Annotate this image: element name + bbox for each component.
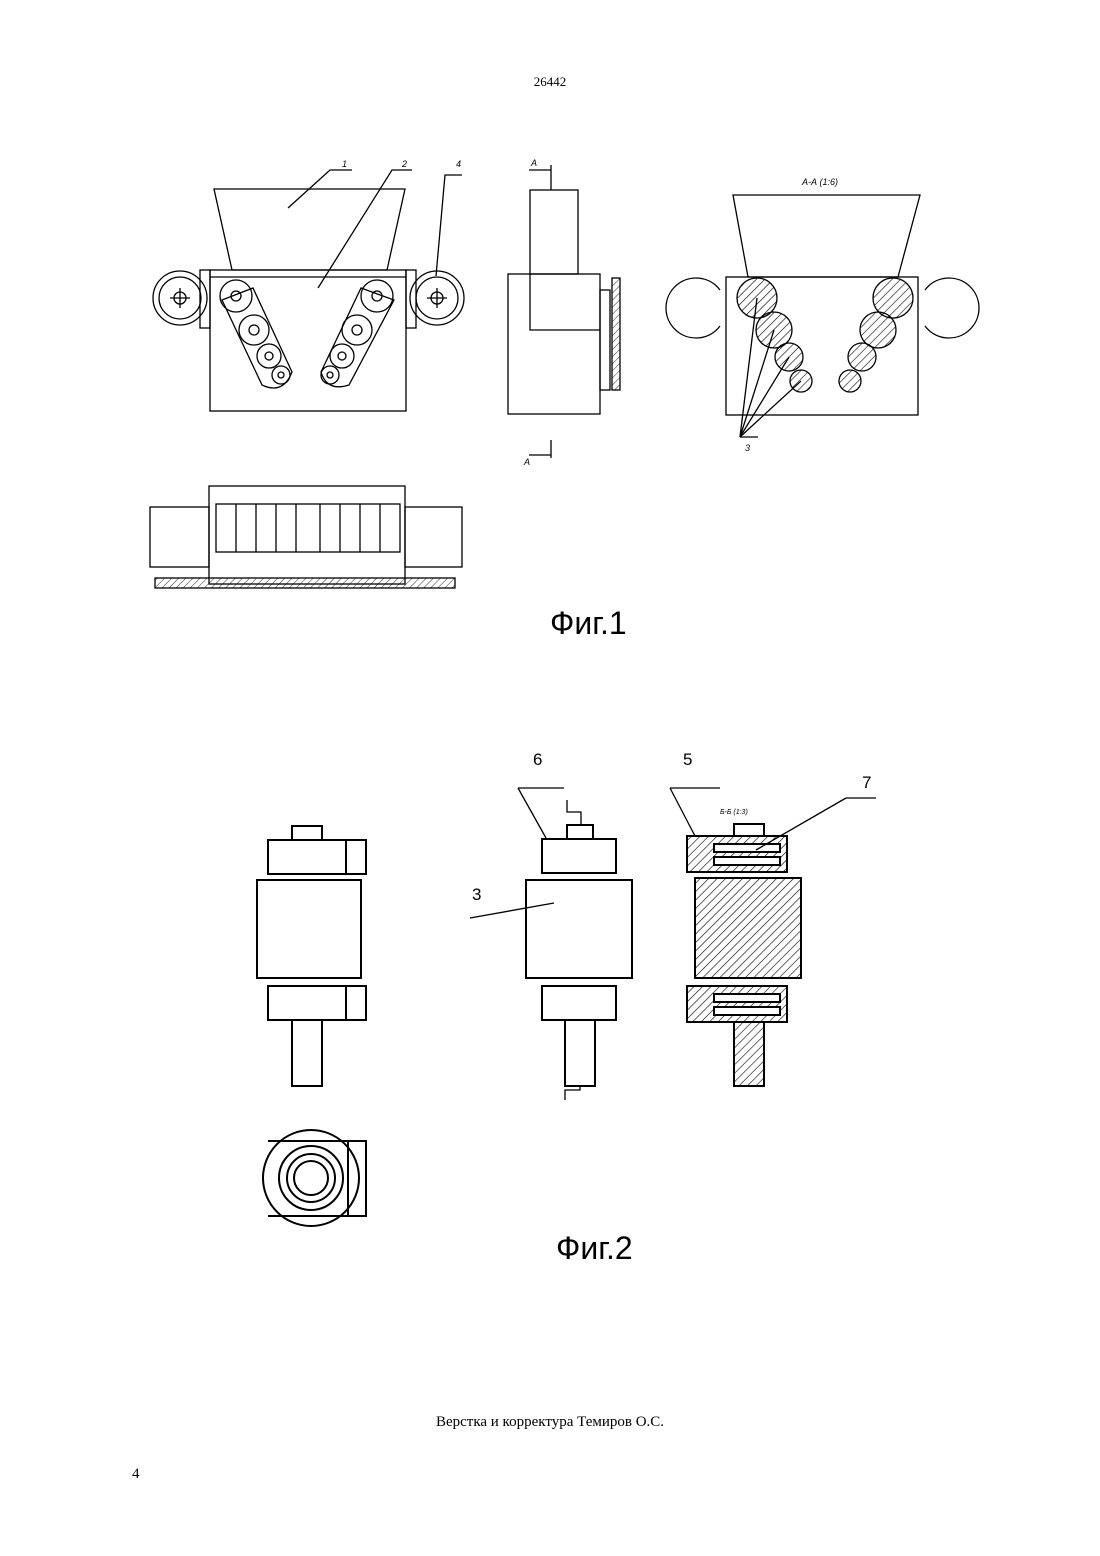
roll-shaft — [292, 1020, 322, 1086]
fig2-roll-view — [257, 826, 366, 1086]
fig1-section-title: А-А (1:6) — [801, 177, 838, 187]
roll-center-body — [526, 880, 632, 978]
fig1-top-view — [150, 486, 462, 588]
fig1-label-2: 2 — [401, 159, 407, 169]
fig1-side-view — [508, 165, 620, 458]
side-housing — [508, 274, 600, 414]
hopper — [214, 189, 405, 270]
roll-upper-cap — [268, 840, 366, 874]
fig2-section-BB — [670, 788, 876, 1086]
fig2-end-view — [263, 1130, 366, 1226]
fig2-label-6: 6 — [533, 750, 542, 769]
fig2-roll-center — [470, 788, 632, 1100]
fig2-label-3: 3 — [472, 885, 481, 904]
footer-credits: Верстка и корректура Темиров О.С. — [0, 1414, 1100, 1431]
roll-lower-cap — [268, 986, 366, 1020]
top-housing — [209, 486, 405, 584]
page-number: 4 — [132, 1466, 140, 1483]
section-right-lobe — [925, 278, 979, 338]
left-gear-arm — [222, 288, 292, 388]
figure-2-caption: Фиг.2 — [556, 1230, 633, 1267]
side-hopper — [530, 190, 578, 274]
fig2-label-5: 5 — [683, 750, 692, 769]
fig1-label-4: 4 — [456, 159, 461, 169]
figure-1-caption: Фиг.1 — [550, 605, 627, 642]
fig1-section-mark-bottom: А — [523, 457, 530, 467]
section-hopper — [733, 195, 920, 277]
roll-body — [257, 880, 361, 978]
fig1-section-AA — [666, 195, 979, 437]
fig1-front-view — [153, 170, 464, 411]
fig2-label-7: 7 — [862, 773, 871, 792]
section-left-lobe — [666, 278, 720, 338]
fig2-section-title: Б-Б (1:3) — [720, 809, 748, 816]
fig1-label-3: 3 — [745, 443, 750, 453]
fig1-section-mark-top: А — [530, 158, 537, 168]
roll-center-upper-cap — [542, 839, 616, 873]
fig1-label-1: 1 — [342, 159, 347, 169]
